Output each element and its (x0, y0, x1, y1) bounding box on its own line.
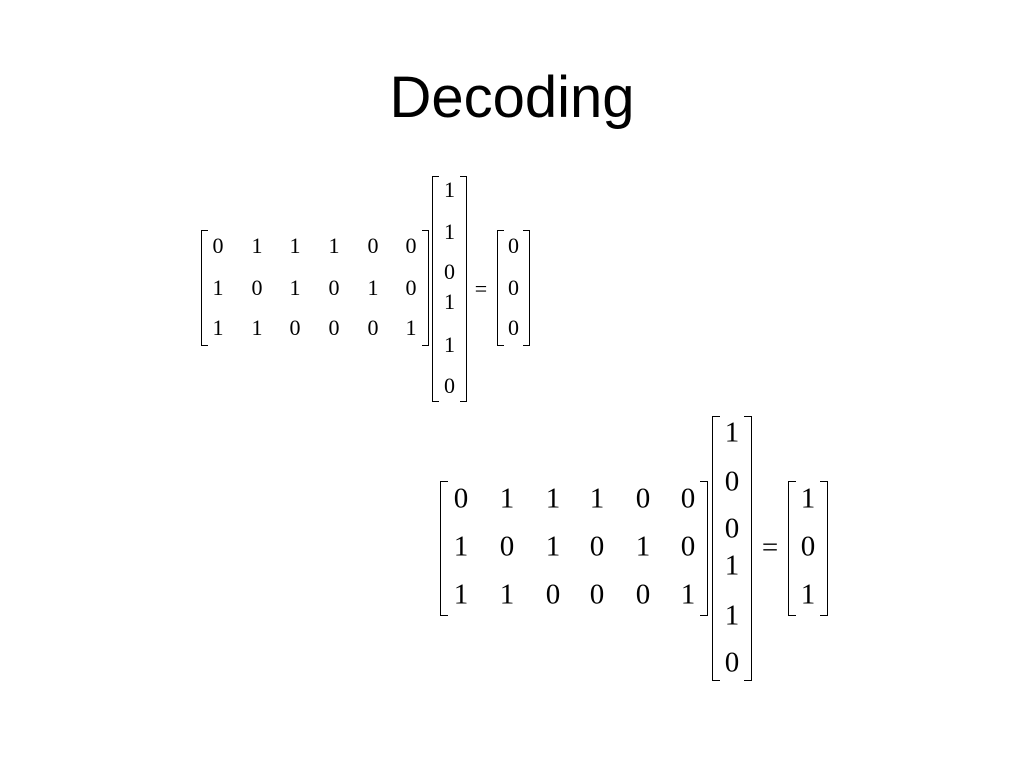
matrix-cell: 0 (589, 578, 605, 611)
matrix-cell: 0 (212, 233, 224, 258)
vector-cell: 1 (444, 219, 455, 244)
matrix-cell: 1 (367, 275, 379, 300)
matrix-cell: 0 (405, 233, 417, 258)
matrix-cell: 1 (289, 233, 301, 258)
matrix-cell: 1 (289, 275, 301, 300)
equals-sign: = (474, 276, 488, 301)
parity-matrix-right-bracket (422, 230, 429, 346)
matrix-cell: 0 (405, 275, 417, 300)
syndrome-vector-right-bracket (820, 481, 828, 616)
vector-cell: 1 (724, 599, 740, 632)
matrix-cell: 0 (680, 530, 696, 563)
syndrome-cell: 0 (800, 530, 816, 563)
matrix-cell: 1 (499, 578, 515, 611)
equals-sign: = (761, 531, 779, 564)
vector-cell: 0 (724, 465, 740, 498)
matrix-cell: 1 (680, 578, 696, 611)
matrix-cell: 1 (589, 482, 605, 515)
vector-cell: 1 (444, 289, 455, 314)
syndrome-vector-left-bracket (497, 230, 504, 346)
matrix-cell: 1 (251, 315, 263, 340)
matrix-cell: 1 (212, 275, 224, 300)
vector-cell: 1 (724, 549, 740, 582)
received-vector-left-bracket (432, 176, 439, 402)
syndrome-cell: 1 (800, 482, 816, 515)
parity-matrix-right-bracket (700, 481, 708, 616)
syndrome-cell: 0 (508, 315, 519, 340)
matrix-cell: 0 (589, 530, 605, 563)
vector-cell: 1 (444, 177, 455, 202)
matrix-cell: 0 (499, 530, 515, 563)
received-vector-right-bracket (744, 416, 752, 681)
matrix-cell: 1 (212, 315, 224, 340)
vector-cell: 0 (724, 512, 740, 545)
matrix-cell: 0 (545, 578, 561, 611)
matrix-cell: 0 (367, 315, 379, 340)
matrix-cell: 0 (367, 233, 379, 258)
parity-matrix-left-bracket (440, 481, 448, 616)
matrix-cell: 1 (328, 233, 340, 258)
received-vector-right-bracket (460, 176, 467, 402)
matrix-cell: 1 (545, 482, 561, 515)
matrix-cell: 0 (680, 482, 696, 515)
syndrome-vector-left-bracket (788, 481, 796, 616)
matrix-cell: 0 (289, 315, 301, 340)
matrix-cell: 0 (453, 482, 469, 515)
syndrome-cell: 1 (800, 578, 816, 611)
syndrome-cell: 0 (508, 275, 519, 300)
syndrome-vector-right-bracket (523, 230, 530, 346)
vector-cell: 0 (724, 646, 740, 679)
vector-cell: 0 (444, 373, 455, 398)
matrix-cell: 0 (635, 578, 651, 611)
matrix-cell: 0 (328, 275, 340, 300)
matrix-cell: 1 (635, 530, 651, 563)
matrix-cell: 1 (545, 530, 561, 563)
vector-cell: 1 (444, 332, 455, 357)
matrix-cell: 1 (499, 482, 515, 515)
vector-cell: 1 (724, 416, 740, 449)
vector-cell: 0 (444, 259, 455, 284)
matrix-cell: 0 (328, 315, 340, 340)
matrix-cell: 0 (635, 482, 651, 515)
matrix-cell: 1 (251, 233, 263, 258)
parity-matrix-left-bracket (201, 230, 208, 346)
matrix-cell: 1 (453, 530, 469, 563)
matrix-cell: 1 (453, 578, 469, 611)
syndrome-cell: 0 (508, 233, 519, 258)
received-vector-left-bracket (712, 416, 720, 681)
matrix-cell: 1 (405, 315, 417, 340)
matrix-cell: 0 (251, 275, 263, 300)
slide-title: Decoding (389, 65, 635, 130)
